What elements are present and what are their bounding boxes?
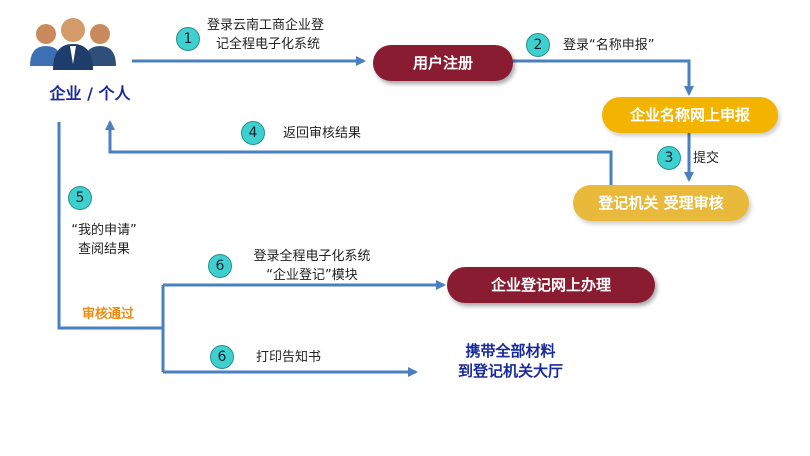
step-6a-line-1: 登录全程电子化系统	[253, 249, 371, 264]
step-1-label: 登录云南工商企业登 记全程电子化系统	[207, 16, 324, 54]
step-5-label: “我的申请” 查阅结果	[52, 221, 156, 259]
step-6b-badge: 6	[210, 345, 234, 369]
step-4-badge: 4	[241, 121, 265, 145]
bring-materials-node: 携带全部材料 到登记机关大厅	[428, 341, 593, 381]
bring-materials-line-2: 到登记机关大厅	[457, 362, 563, 380]
approved-label: 审核通过	[82, 307, 135, 322]
step-2-badge: 2	[526, 33, 550, 57]
arrow-to-name-declare	[512, 59, 694, 96]
step-1-line-1: 登录云南工商企业登	[207, 18, 325, 33]
step-6a-line-2: “企业登记”模块	[266, 268, 358, 283]
line-left-down	[57, 122, 163, 330]
users-group-icon	[30, 18, 116, 70]
bring-materials-line-1: 携带全部材料	[465, 342, 556, 360]
step-5-line-1: “我的申请”	[71, 223, 137, 238]
step-1-badge: 1	[176, 27, 200, 51]
step-6b-label: 打印告知书	[256, 350, 322, 365]
review-node: 登记机关 受理审核	[573, 185, 749, 221]
register-node: 用户注册	[373, 45, 513, 81]
step-6a-badge: 6	[208, 254, 232, 278]
step-6a-label: 登录全程电子化系统 “企业登记”模块	[236, 247, 388, 285]
step-5-line-2: 查阅结果	[77, 242, 130, 257]
step-2-label: 登录“名称申报”	[563, 38, 655, 53]
arrow-return-result	[105, 120, 613, 188]
name-declare-node: 企业名称网上申报	[602, 97, 778, 133]
actor-label: 企业 / 个人	[49, 84, 131, 103]
step-4-label: 返回审核结果	[283, 126, 362, 141]
step-1-line-2: 记全程电子化系统	[216, 37, 321, 52]
online-handle-node: 企业登记网上办理	[447, 267, 655, 303]
step-3-label: 提交	[693, 151, 720, 166]
step-3-badge: 3	[657, 146, 681, 170]
step-5-badge: 5	[68, 186, 92, 210]
